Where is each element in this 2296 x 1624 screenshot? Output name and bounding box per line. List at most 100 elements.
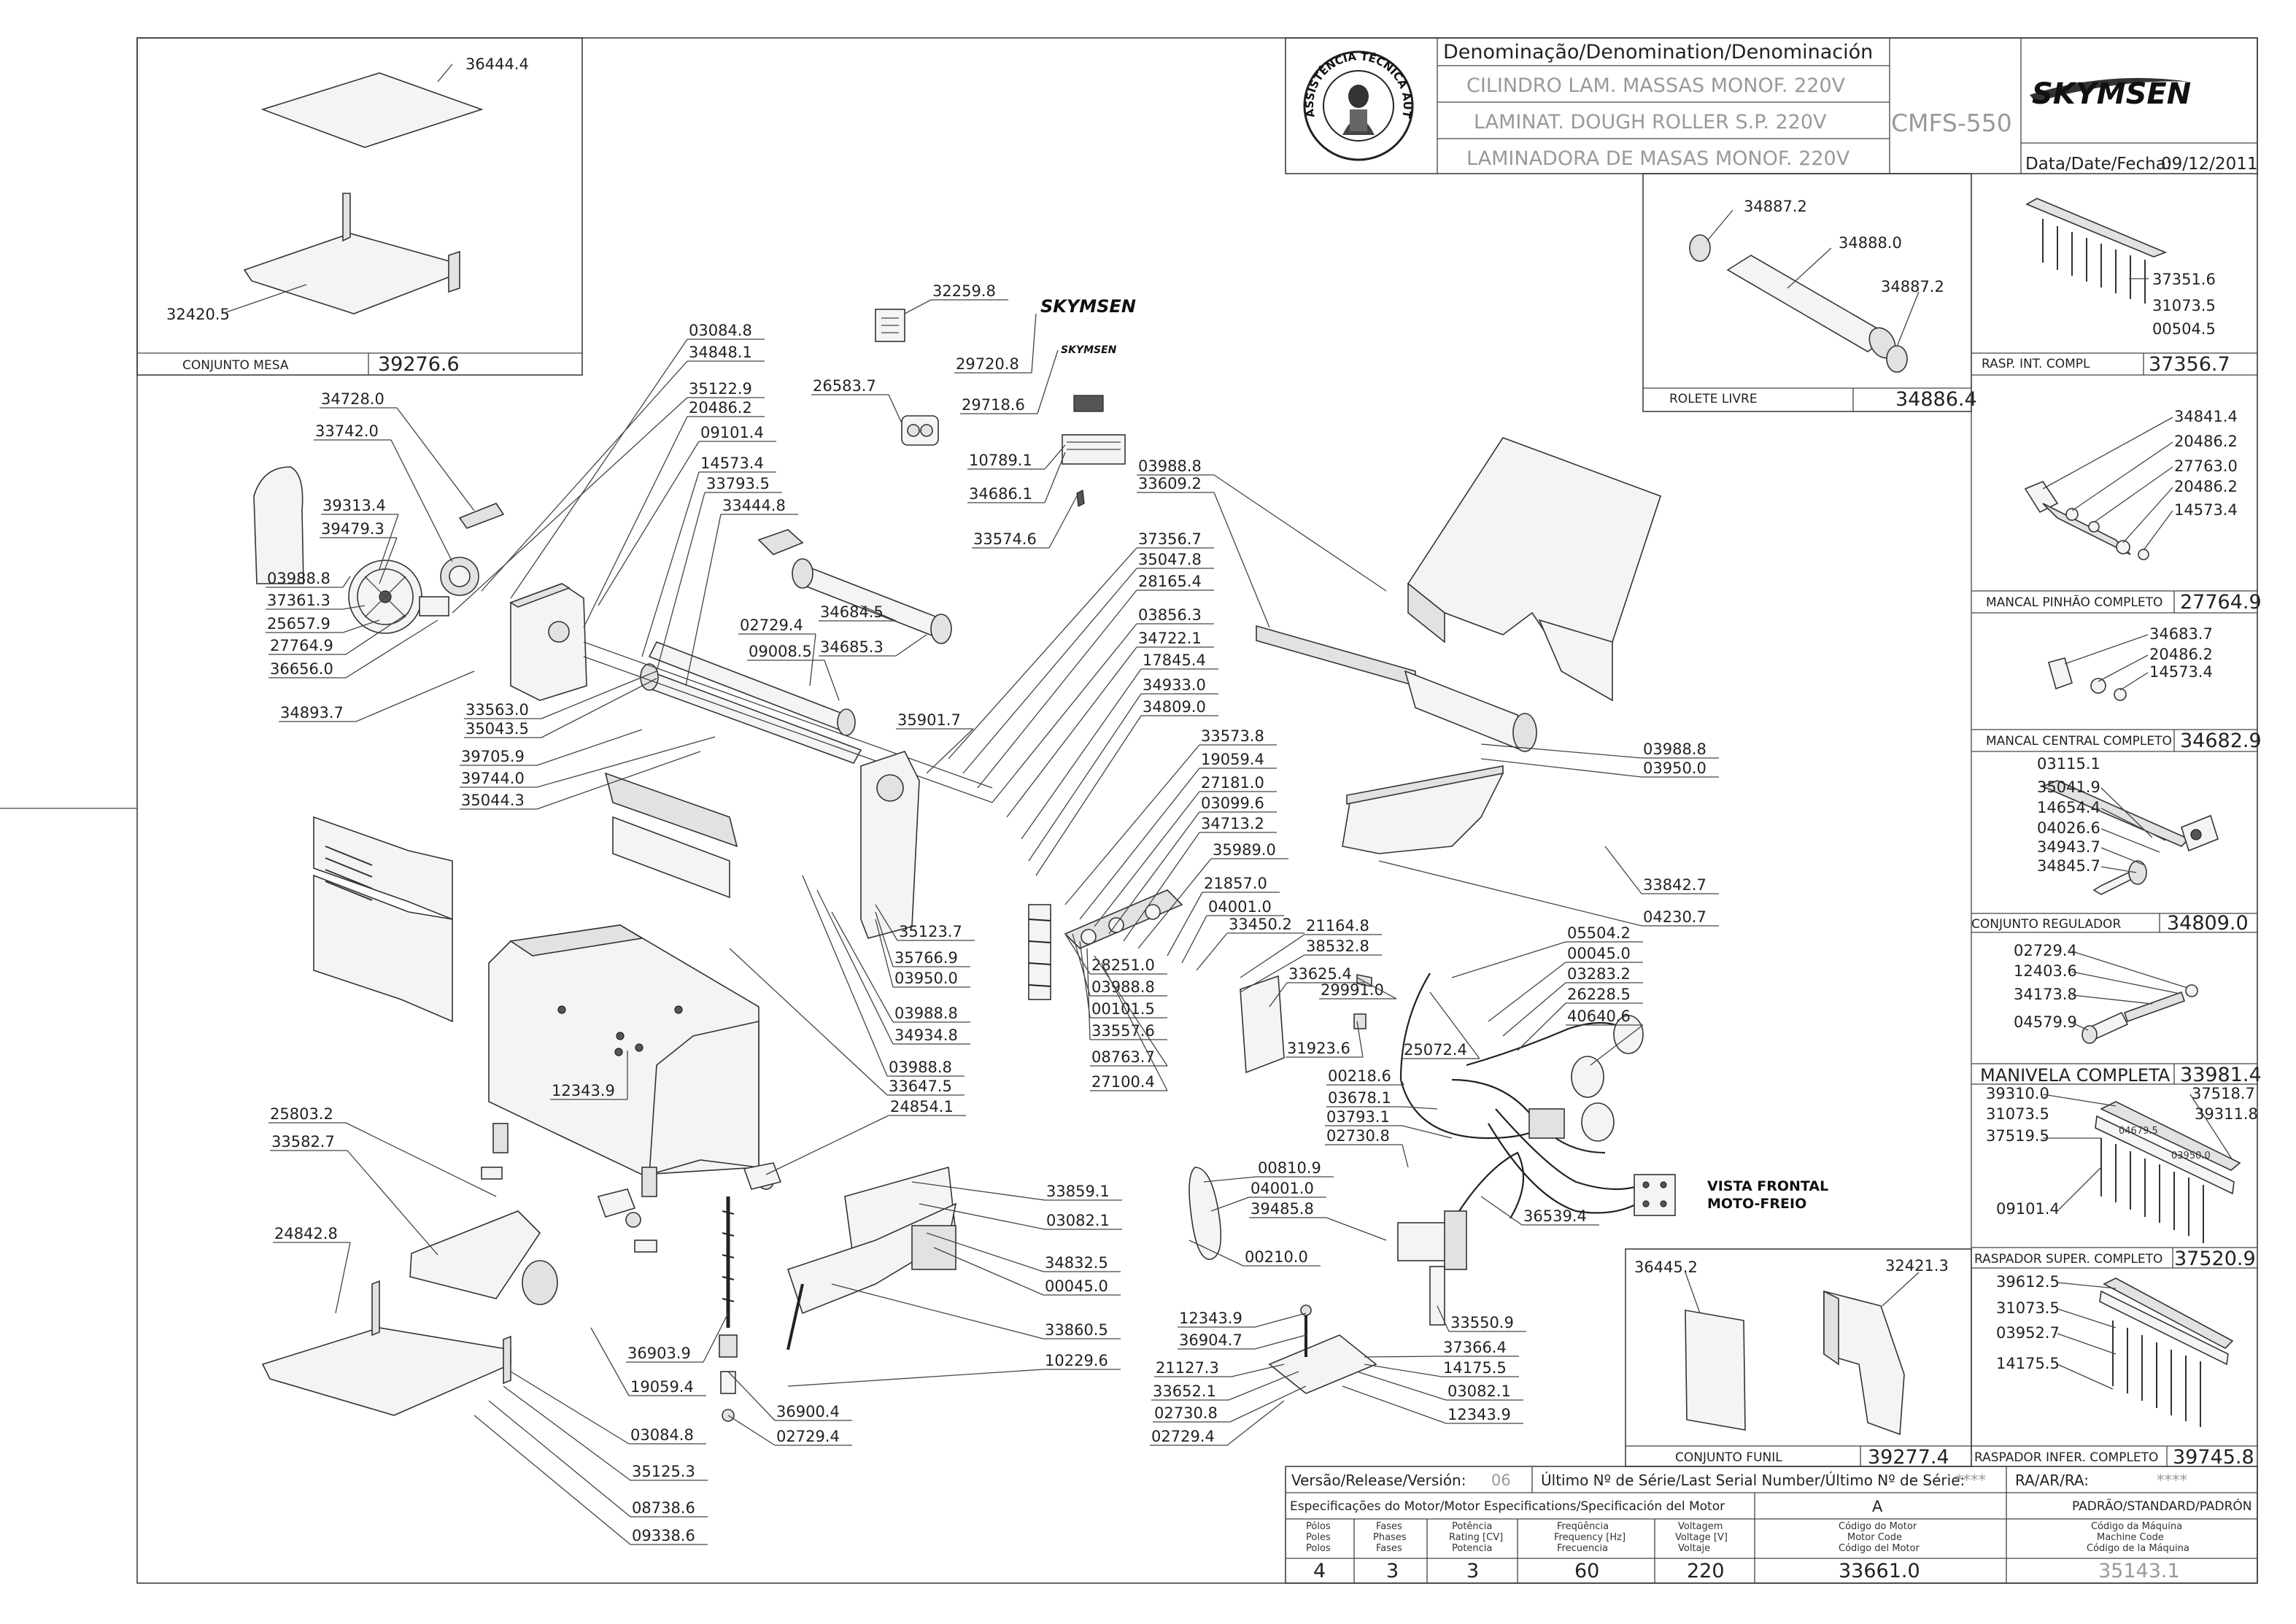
leader-line — [860, 605, 897, 622]
callout: 39479.3 — [321, 520, 384, 538]
svg-text:Código do Motor: Código do Motor — [1839, 1521, 1917, 1532]
authorized-service-seal: ASSISTÊNCIA TÉCNICA AUTORIZADA — [0, 0, 1414, 161]
callout: 03793.1 — [1326, 1108, 1390, 1126]
machine-code: 35143.1 — [2098, 1560, 2180, 1582]
callout: 34841.4 — [2174, 408, 2238, 425]
callout: 35989.0 — [1213, 841, 1276, 859]
ra-label: RA/AR/RA: — [2015, 1472, 2089, 1489]
leader-line — [1213, 492, 1270, 628]
callout: 33444.8 — [722, 497, 786, 514]
leader-line — [1028, 693, 1142, 862]
callout: 33450.2 — [1229, 916, 1292, 933]
view-label: MOTO-FREIO — [1707, 1196, 1806, 1212]
leader-line — [1378, 860, 1642, 927]
leader-line — [345, 1122, 497, 1197]
callout: 34832.5 — [1045, 1254, 1108, 1272]
leader-line — [1035, 715, 1142, 876]
callout: 34684.5 — [820, 603, 884, 621]
leader-line — [1044, 444, 1066, 470]
callout: 12343.9 — [552, 1082, 615, 1099]
callout: 33563.0 — [465, 701, 529, 719]
assembly-code: 34809.0 — [2167, 912, 2249, 935]
callout: 37366.4 — [1443, 1339, 1507, 1356]
svg-text:SKYMSEN: SKYMSEN — [1061, 344, 1117, 356]
callout: 03988.8 — [1138, 457, 1202, 475]
callout: 03988.8 — [1091, 978, 1155, 996]
callout: 34888.0 — [1839, 234, 1902, 252]
leader-line — [933, 1247, 1044, 1296]
callout: 25657.9 — [267, 615, 331, 633]
callout: 36445.2 — [1634, 1258, 1698, 1276]
leader-line — [1254, 1312, 1307, 1328]
leader-line — [831, 911, 894, 1023]
callout: 24854.1 — [890, 1098, 954, 1115]
callout: 34683.7 — [2149, 625, 2213, 643]
callout: 17845.4 — [1143, 651, 1206, 669]
callout: 03099.6 — [1201, 794, 1264, 812]
svg-text:Potencia: Potencia — [1452, 1543, 1492, 1554]
leader-line — [703, 1312, 729, 1363]
callout: 39311.8 — [2195, 1105, 2258, 1123]
callout: 21857.0 — [1204, 875, 1267, 892]
callout: 12403.6 — [2014, 962, 2077, 980]
assembly-name: ROLETE LIVRE — [1669, 392, 1758, 406]
leader-line — [396, 407, 475, 511]
leader-line — [1137, 858, 1212, 949]
callout: 34943.7 — [2037, 838, 2100, 856]
callout: 35043.5 — [465, 720, 529, 738]
callout: 03084.8 — [630, 1426, 694, 1444]
callout: 33647.5 — [889, 1078, 952, 1095]
callout: 37351.6 — [2152, 271, 2216, 288]
callout: 36444.4 — [465, 55, 529, 73]
svg-text:SKYMSEN: SKYMSEN — [1040, 296, 1136, 317]
callout: 33842.7 — [1643, 876, 1706, 894]
leader-line — [875, 919, 894, 988]
leader-line — [1210, 1196, 1250, 1212]
assembly-code: 33981.4 — [2180, 1064, 2262, 1086]
callout: 35766.9 — [894, 949, 958, 967]
leader-line — [1254, 1334, 1307, 1350]
leader-line — [1213, 474, 1387, 592]
leader-line — [888, 394, 902, 424]
leader-line — [1101, 962, 1168, 1091]
leader-line — [536, 736, 716, 788]
callout: 33574.6 — [973, 530, 1037, 548]
leader-line — [729, 948, 888, 1096]
svg-text:Código da Máquina: Código da Máquina — [2091, 1521, 2182, 1532]
callout: 39705.9 — [461, 748, 525, 765]
callout: 03678.1 — [1328, 1089, 1391, 1107]
callout: 36904.7 — [1179, 1331, 1242, 1349]
callout: 39485.8 — [1251, 1200, 1314, 1218]
callout: 36539.4 — [1523, 1207, 1587, 1225]
callout: 19059.4 — [1201, 751, 1264, 768]
callout: 35041.9 — [2037, 778, 2100, 796]
leader-line — [1517, 1002, 1566, 1051]
callout: 29718.6 — [962, 396, 1025, 414]
motor-poles: 4 — [1313, 1560, 1326, 1582]
leader-line — [583, 416, 688, 628]
leader-line — [1072, 933, 1091, 997]
view-label: VISTA FRONTAL — [1707, 1178, 1828, 1194]
svg-text:Fases: Fases — [1376, 1521, 1402, 1532]
assembly-name: MANIVELA COMPLETA — [1980, 1065, 2171, 1086]
leader-line — [1356, 977, 1397, 999]
model-code: CMFS-550 — [1891, 109, 2012, 137]
callout: 03950.0 — [894, 970, 958, 987]
callout: 09101.4 — [700, 424, 764, 441]
callout: 03952.7 — [1996, 1324, 2060, 1342]
callout: 28165.4 — [1138, 573, 1202, 590]
callout: 09008.5 — [749, 643, 812, 660]
leader-line — [1400, 1079, 1404, 1086]
leader-line — [831, 1283, 1044, 1339]
callout: 02729.4 — [1151, 1428, 1215, 1445]
leader-line — [875, 911, 894, 967]
standard-label: PADRÃO/STANDARD/PADRÓN — [2072, 1498, 2252, 1514]
callout: 33625.4 — [1288, 965, 1352, 983]
leader-line — [1590, 1024, 1644, 1066]
callout: 27181.0 — [1201, 774, 1264, 792]
callout: 10229.6 — [1045, 1352, 1108, 1369]
callout: 05504.2 — [1567, 924, 1631, 942]
roller — [1689, 234, 1908, 373]
motor-variant: A — [1872, 1498, 1883, 1515]
callout: 36656.0 — [270, 660, 333, 678]
